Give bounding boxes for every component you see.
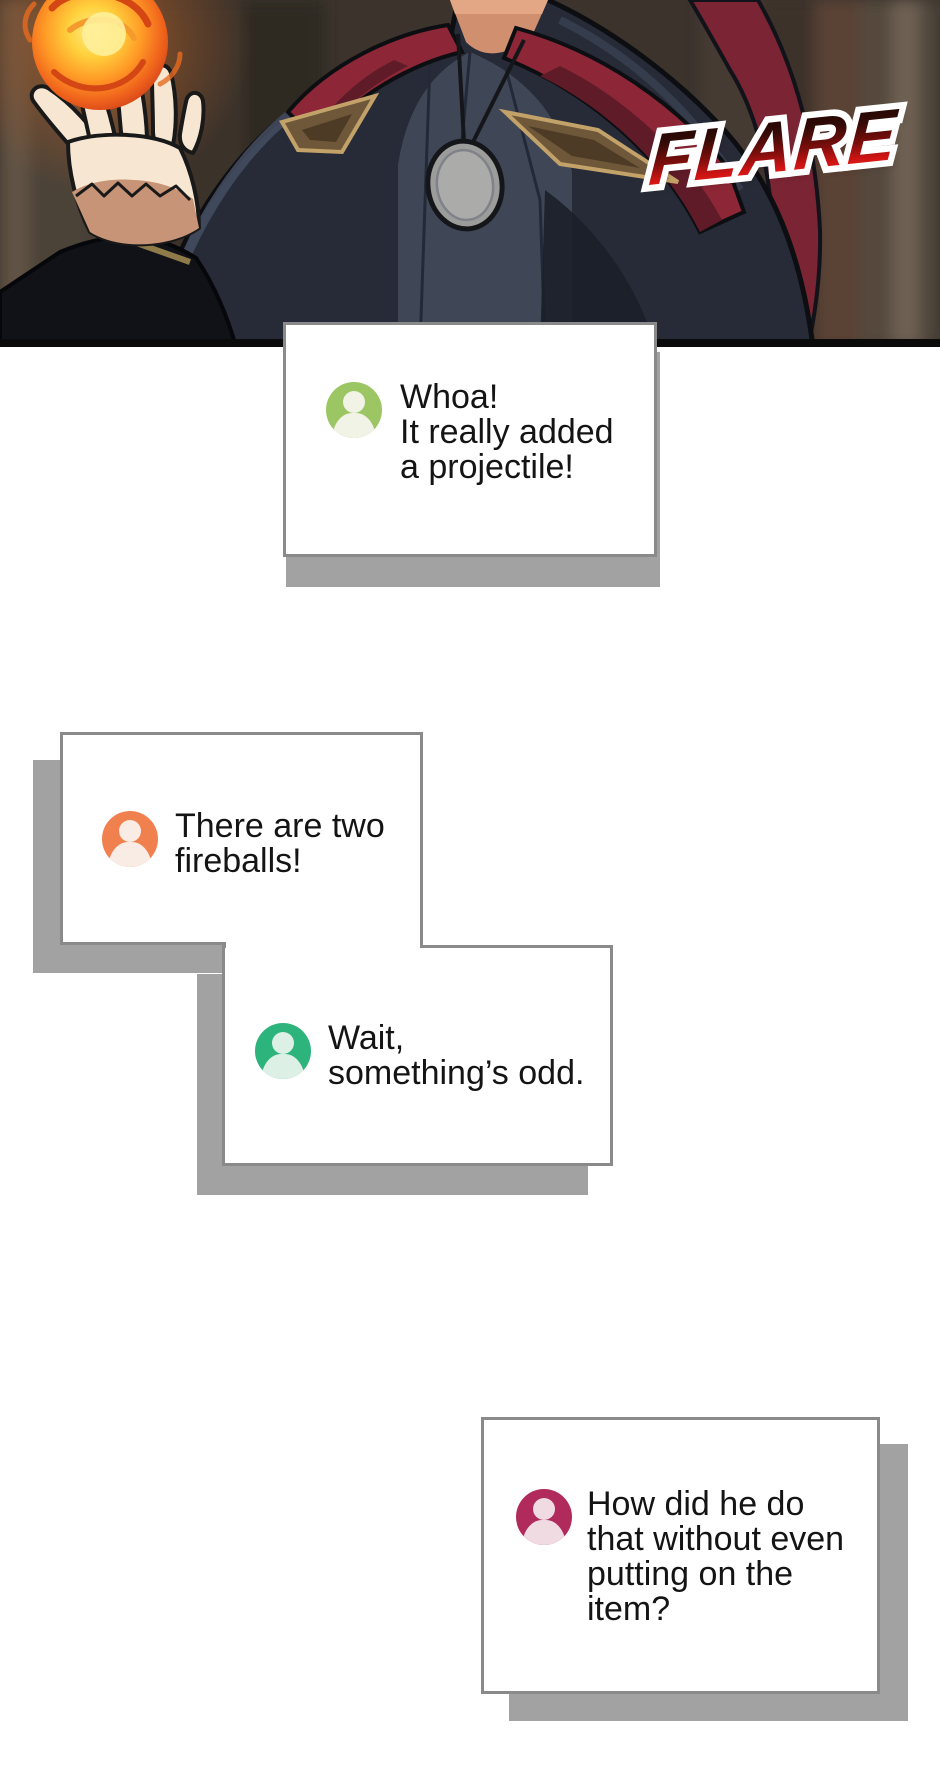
avatar-green-teal — [255, 1023, 311, 1079]
comic-panel-art — [0, 0, 940, 347]
message-line: There are two — [175, 807, 385, 845]
chat-box-3: Wait, something’s odd. — [222, 945, 613, 1166]
message-line: Wait, — [328, 1019, 405, 1057]
message-line: that without even — [587, 1520, 845, 1558]
message-text-1: Whoa! It really added a projectile! — [400, 380, 614, 485]
avatar-magenta — [516, 1489, 572, 1545]
message-line: Whoa! — [400, 378, 499, 416]
chat-box-1: Whoa! It really added a projectile! — [283, 322, 657, 557]
comic-panel: FLARE FLARE — [0, 0, 940, 347]
box-merge-seam — [226, 941, 420, 951]
message-line: fireballs! — [175, 842, 302, 880]
avatar-orange — [102, 811, 158, 867]
message-text-2: There are two fireballs! — [175, 809, 385, 879]
message-line: It really added — [400, 413, 614, 451]
message-line: How did he do — [587, 1485, 805, 1523]
message-line: something’s odd. — [328, 1054, 585, 1092]
message-text-4: How did he do that without even putting … — [587, 1487, 844, 1627]
message-line: item? — [587, 1590, 671, 1628]
message-line: a projectile! — [400, 448, 574, 486]
message-text-3: Wait, something’s odd. — [328, 1021, 584, 1091]
chat-box-4: How did he do that without even putting … — [481, 1417, 880, 1694]
chat-box-2: There are two fireballs! — [60, 732, 423, 945]
avatar-green — [326, 382, 382, 438]
message-line: putting on the — [587, 1555, 794, 1593]
